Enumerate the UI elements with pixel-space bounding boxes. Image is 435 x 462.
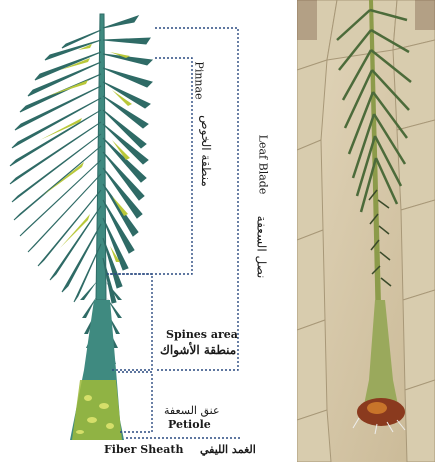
frond-photo <box>297 0 435 462</box>
pinnae-label-ar: منطقة الخوص <box>199 115 213 187</box>
fiber-sheath-label-en: Fiber Sheath <box>104 443 183 456</box>
petiole-label-ar: عنق السعفة <box>164 404 220 417</box>
leaf-blade-label-en: Leaf Blade <box>256 135 269 195</box>
spines-area-label-en: Spines area <box>166 328 238 341</box>
petiole-label-en: Petiole <box>168 418 211 431</box>
fiber-sheath-label-ar: الغمد الليفي <box>200 443 256 456</box>
spines-area-label-ar: منطقة الأشواك <box>160 343 236 357</box>
leaf-blade-label-ar: نصل السعفة <box>254 216 268 279</box>
pinnae-label-en: Pinnae <box>193 61 206 99</box>
